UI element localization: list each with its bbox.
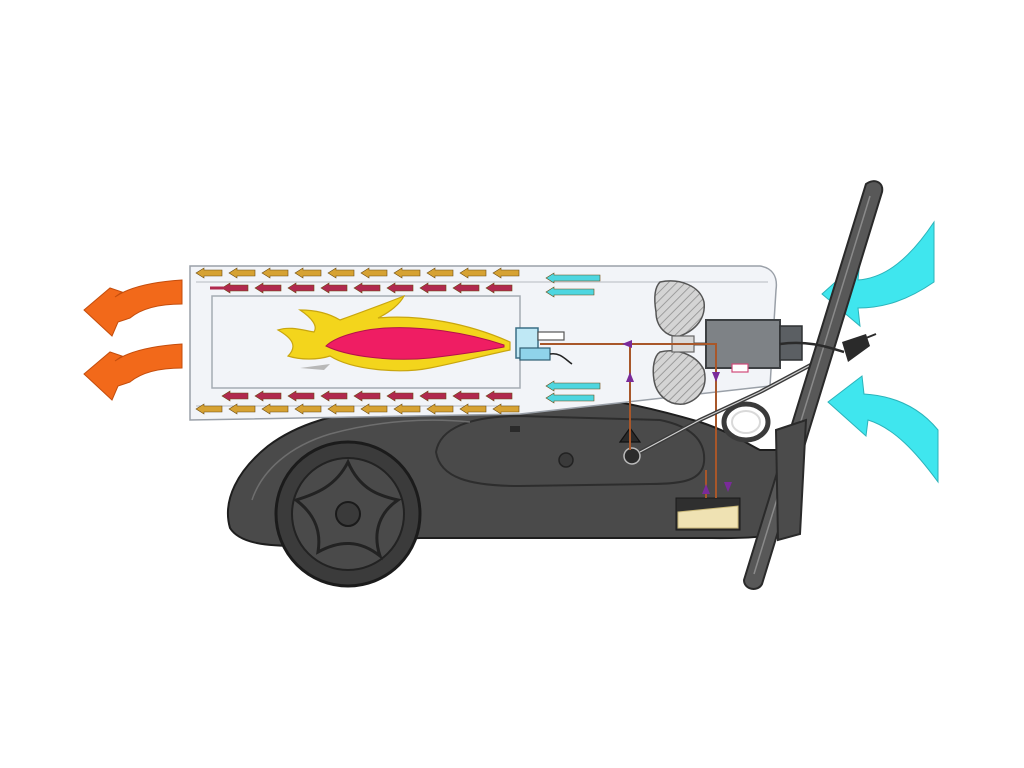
coil-hose (639, 358, 821, 454)
wheel-spokes (292, 458, 402, 561)
intake-arrow-4-0 (545, 392, 595, 404)
nozzle-holder (537, 331, 565, 341)
fuel-line-arrow-icon-4 (724, 482, 732, 492)
outer-flow-arrow-bottom-4 (327, 403, 355, 415)
chassis-contour (251, 419, 471, 501)
chassis-inner-panel (434, 414, 706, 488)
hot-air-arrow-bottom (83, 343, 183, 401)
motor (705, 319, 803, 373)
cold-air-arrow-top (821, 220, 935, 328)
outer-flow-arrow-bottom-5 (360, 403, 388, 415)
intake-flow-arrows (545, 272, 601, 404)
burner-nozzle (515, 327, 573, 365)
fuel-line (540, 340, 732, 498)
outer-flow-arrow-top-7 (426, 267, 454, 279)
plug-icon (842, 334, 870, 362)
outer-flow-arrow-bottom-3 (294, 403, 322, 415)
handle (742, 180, 884, 590)
wheel-hub (335, 501, 361, 527)
fan (652, 280, 708, 405)
outer-flow-arrow-top-4 (327, 267, 355, 279)
inner-flow-arrow-bottom-0 (221, 390, 249, 402)
inner-flow-arrow-bottom-5 (386, 390, 414, 402)
outer-flow-arrow-top-1 (228, 267, 256, 279)
flame-tail (300, 364, 330, 370)
outer-flow-arrow-bottom-6 (393, 403, 421, 415)
inner-flow-arrow-top-6 (419, 282, 447, 294)
inner-flow-arrow-top-8 (485, 282, 513, 294)
power-cord (779, 333, 877, 362)
outer-flow-arrow-top-9 (492, 267, 520, 279)
flame (276, 294, 511, 372)
inner-flow-arrow-top-1 (254, 282, 282, 294)
chassis-knob (558, 452, 574, 468)
flame-inner (325, 327, 505, 360)
intake-arrow-1-0 (545, 272, 601, 284)
hot-air-outflow (83, 279, 183, 401)
inner-flow-arrow-bottom-2 (287, 390, 315, 402)
outer-flow-arrow-bottom-7 (426, 403, 454, 415)
outer-flow-arrow-top-0 (195, 267, 223, 279)
fuel-level (677, 505, 739, 529)
fan-blade-bottom (652, 350, 706, 405)
intake-arrow-2-0 (545, 286, 595, 298)
fuel-line-arrow-icon-3 (702, 484, 710, 494)
inner-flow-arrow-top-3 (320, 282, 348, 294)
coil-inner (731, 410, 761, 434)
outer-flow-arrow-top-2 (261, 267, 289, 279)
inner-flow-arrow-top-4 (353, 282, 381, 294)
outer-flow-arrow-bottom-0 (195, 403, 223, 415)
inner-flow-arrow-top-7 (452, 282, 480, 294)
chassis-slot (510, 426, 520, 432)
motor-housing (705, 319, 781, 369)
fuel-line-arrow-icon-5 (712, 372, 720, 382)
inner-flow-arrow-bottom-3 (320, 390, 348, 402)
inner-flow-arrow-bottom-4 (353, 390, 381, 402)
outer-flow-arrow-top-8 (459, 267, 487, 279)
hose-line-light (639, 359, 821, 453)
fuel-tank (675, 497, 741, 531)
inner-flow-arrow-top-5 (386, 282, 414, 294)
inner-flow-arrows (210, 282, 513, 402)
cold-air-inflow (821, 220, 939, 484)
inner-flow-arrow-bottom-7 (452, 390, 480, 402)
inner-flow-arrow-bottom-8 (485, 390, 513, 402)
inner-flow-arrow-bottom-1 (254, 390, 282, 402)
outer-flow-arrow-top-5 (360, 267, 388, 279)
hot-air-arrow-top (83, 279, 183, 337)
inner-flow-arrow-top-2 (287, 282, 315, 294)
wheel (274, 440, 422, 588)
outer-flow-arrow-bottom-1 (228, 403, 256, 415)
cold-air-arrow-bottom (827, 375, 939, 484)
igniter-wire (549, 352, 573, 365)
outer-flow-arrows (195, 267, 520, 415)
outer-flow-arrow-bottom-9 (492, 403, 520, 415)
handle-bracket (774, 418, 808, 542)
outer-flow-arrow-top-6 (393, 267, 421, 279)
igniter (519, 347, 551, 361)
inner-flow-arrow-bottom-6 (419, 390, 447, 402)
handle-highlight (753, 195, 871, 575)
fuel-line-arrow-icon-2 (626, 372, 634, 382)
coil-outer (721, 401, 771, 443)
outer-flow-arrow-bottom-2 (261, 403, 289, 415)
power-cord-wire (779, 341, 845, 354)
motor-label (731, 363, 749, 373)
plug-prong-icon (865, 333, 877, 339)
outer-flow-arrow-top-3 (294, 267, 322, 279)
pump-pivot (623, 447, 641, 465)
fuel-line-arrow-icon (622, 340, 632, 348)
intake-arrow-3-0 (545, 380, 601, 392)
outer-flow-arrow-bottom-8 (459, 403, 487, 415)
